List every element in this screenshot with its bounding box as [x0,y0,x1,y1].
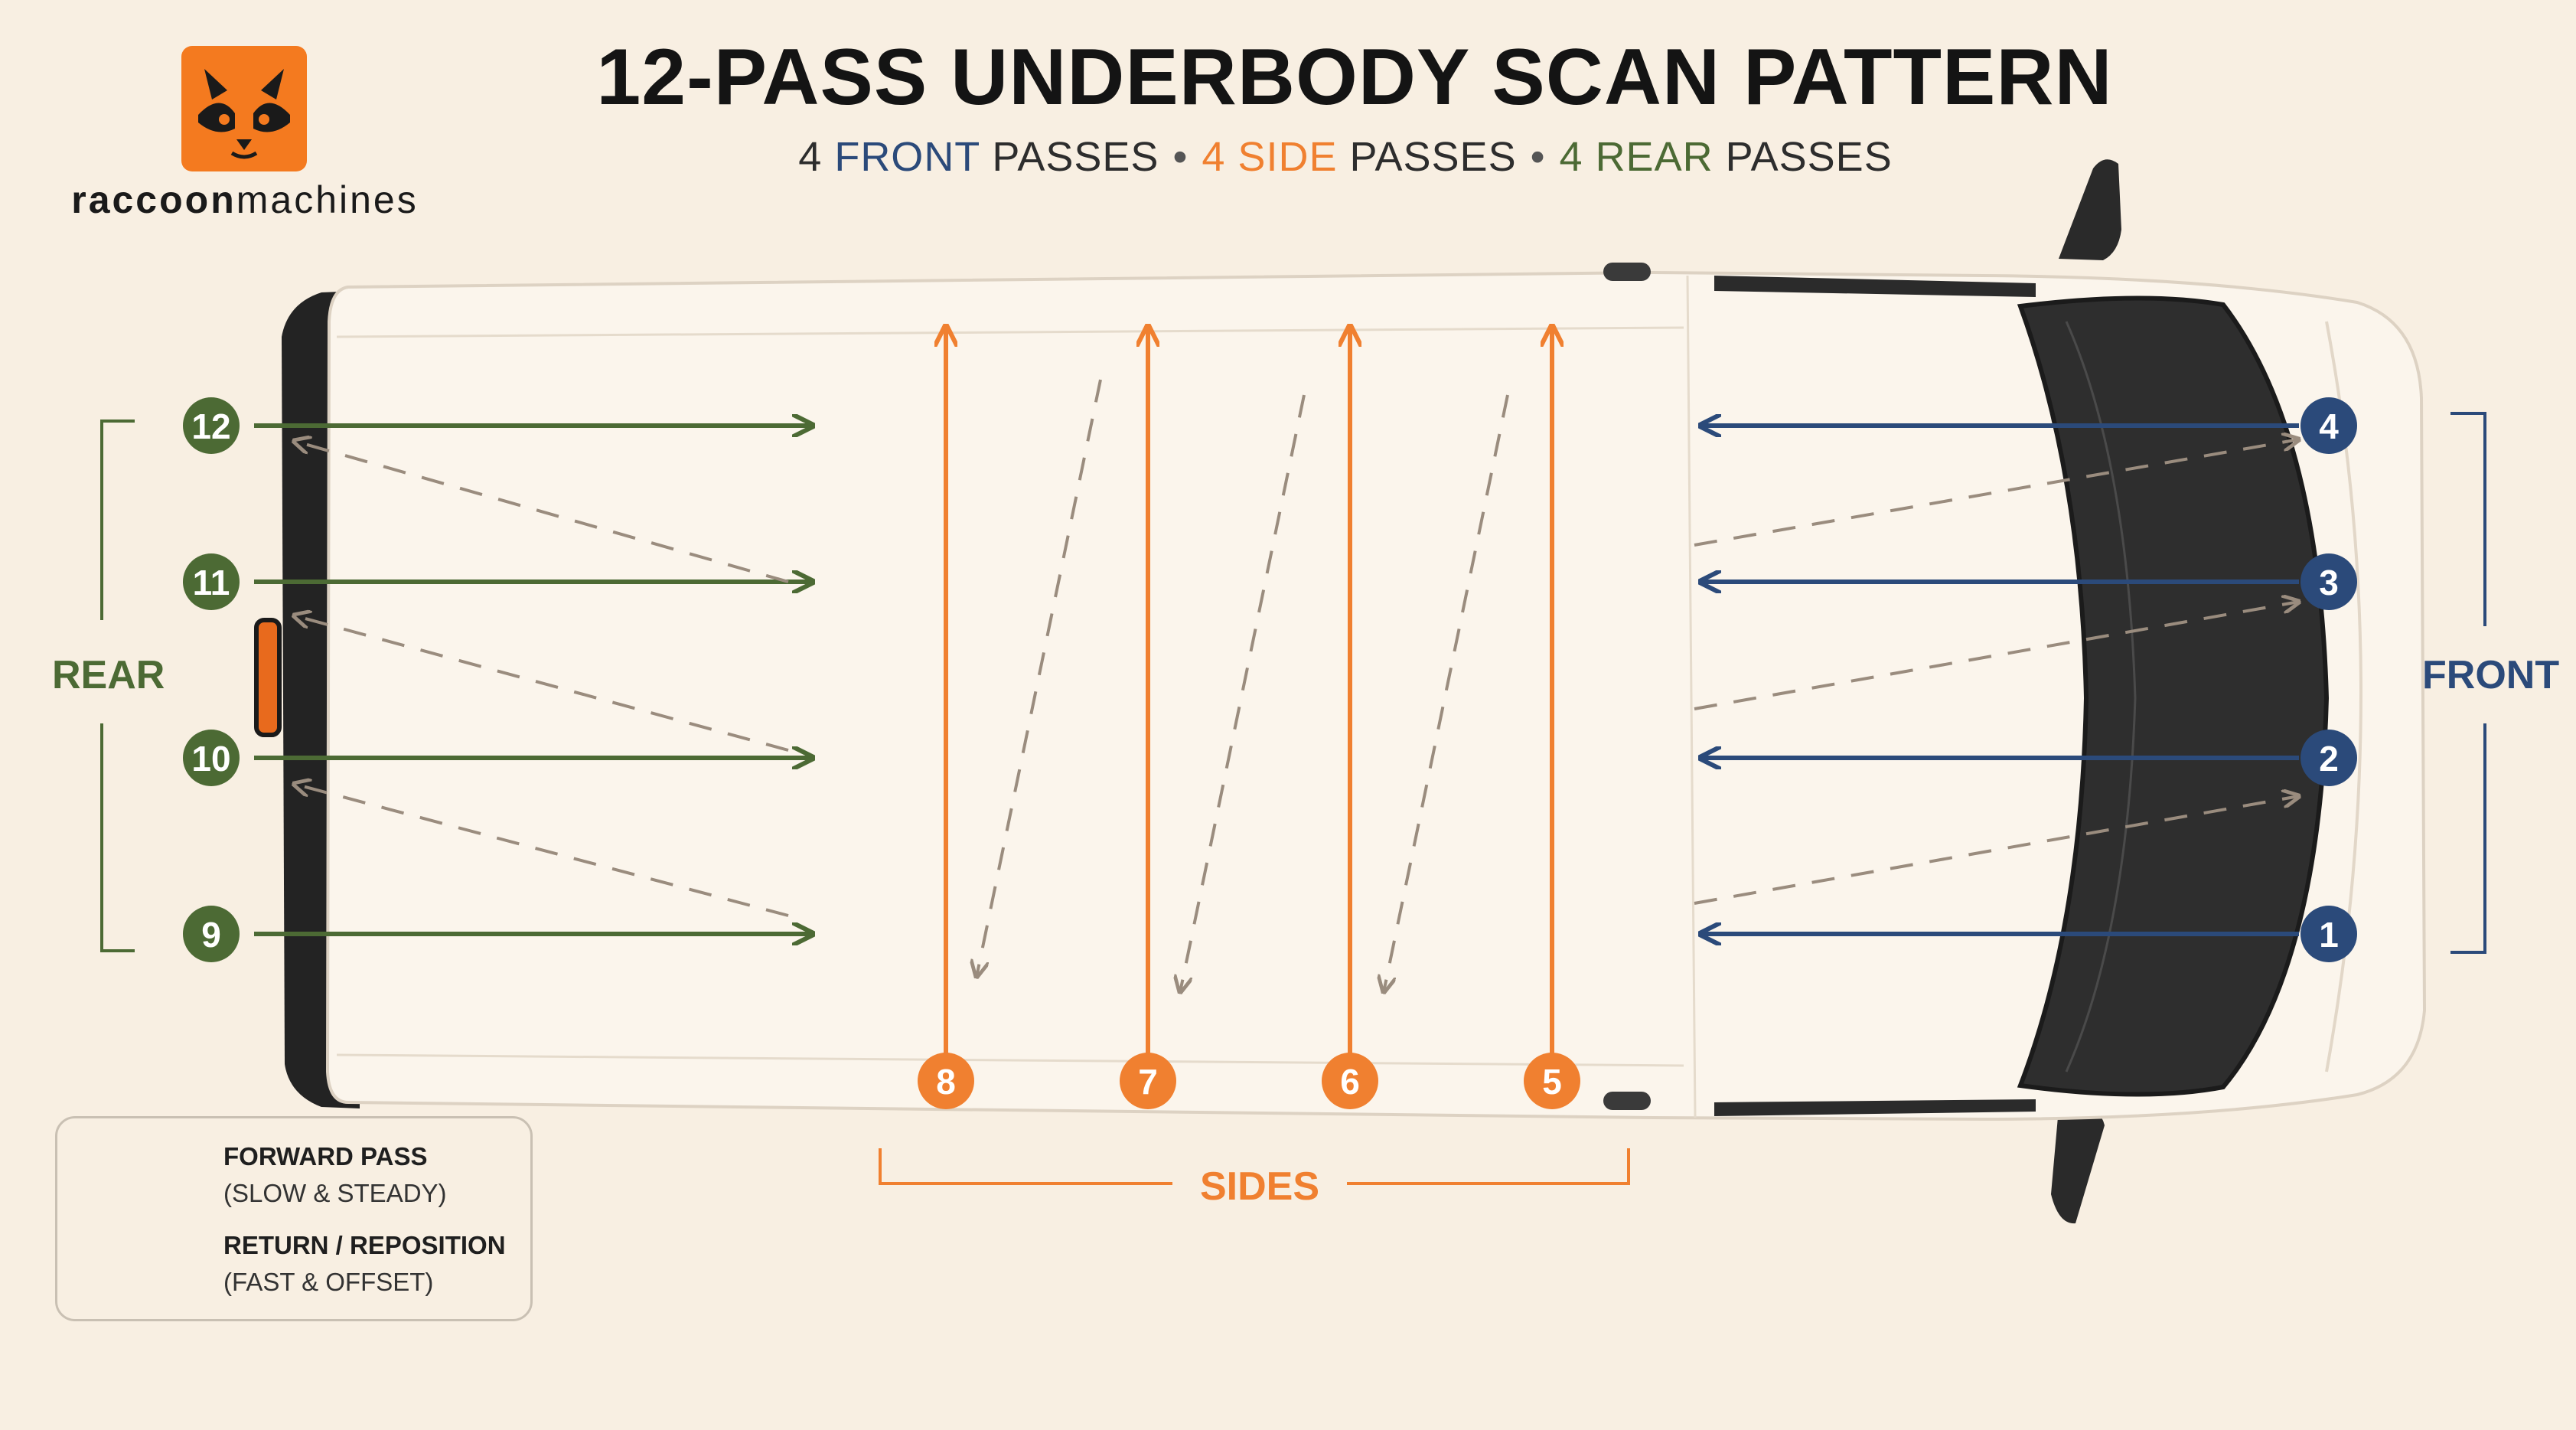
side-passes [946,326,1552,1056]
pass-badge-4: 4 [2300,397,2357,454]
subtitle-rear-suffix: PASSES [1725,134,1893,180]
subtitle-front-count: 4 [798,134,823,180]
windshield [2017,295,2330,1097]
subtitle-rear-word: REAR [1595,134,1714,180]
pass-badge-9: 9 [183,906,240,962]
front-badges: 4 3 2 1 [2300,397,2357,962]
pass-number-2: 2 [2319,739,2339,779]
pass-number-10: 10 [191,739,230,779]
front-return-arrow-1 [1694,796,2299,905]
pass-badge-7: 7 [1120,1053,1176,1109]
rear-return-arrow-3 [294,784,789,917]
pass-number-12: 12 [191,406,230,446]
pass-badge-2: 2 [2300,730,2357,786]
side-return-arrow-3 [1384,394,1509,992]
subtitle-front-word: FRONT [834,134,980,180]
front-label: FRONT [2422,653,2560,697]
pass-number-1: 1 [2319,915,2339,955]
pass-number-4: 4 [2319,406,2339,446]
rear-return-arrow-1 [294,441,789,583]
pass-number-9: 9 [201,915,221,955]
pass-number-11: 11 [193,563,230,602]
page-title: 12-PASS UNDERBODY SCAN PATTERN [596,33,2113,122]
legend-forward-title: FORWARD PASS [223,1142,428,1170]
rear-passes [254,426,813,934]
pass-number-5: 5 [1542,1062,1562,1102]
subtitle-separator-2: • [1530,134,1546,180]
side-return-arrow-2 [1180,394,1306,992]
pass-badge-8: 8 [918,1053,974,1109]
mirror-top [2059,159,2121,260]
sides-bracket [879,1148,1630,1185]
rear-label: REAR [52,653,165,697]
pass-badge-10: 10 [183,730,240,786]
pass-badge-3: 3 [2300,553,2357,610]
subtitle-separator-1: • [1172,134,1189,180]
pass-number-7: 7 [1138,1062,1158,1102]
subtitle-side-word: SIDE [1237,134,1338,180]
side-badges: 8 7 6 5 [918,1053,1580,1109]
pass-badge-1: 1 [2300,906,2357,962]
legend-return-subtitle: (FAST & OFFSET) [223,1268,434,1296]
brand-wordmark-light: machines [236,178,419,221]
van-illustration [254,159,2427,1224]
subtitle-side-count: 4 [1202,134,1226,180]
legend-return-title: RETURN / REPOSITION [223,1231,506,1259]
legend-box [55,1116,533,1321]
pass-number-8: 8 [936,1062,956,1102]
subtitle-front-suffix: PASSES [992,134,1159,180]
pass-number-6: 6 [1340,1062,1360,1102]
brand-wordmark-bold: raccoon [71,178,236,221]
pass-badge-12: 12 [183,397,240,454]
subtitle-rear-count: 4 [1559,134,1583,180]
mirror-bottom [2051,1102,2105,1224]
front-return-arrow-2 [1694,602,2299,710]
legend-forward-subtitle: (SLOW & STEADY) [223,1179,447,1207]
subtitle-side-suffix: PASSES [1349,134,1517,180]
van-body [325,270,2427,1121]
page-subtitle: 4 FRONT PASSES • 4 SIDE PASSES • 4 REAR PASS… [0,133,2576,181]
sides-label: SIDES [1199,1164,1320,1209]
front-return-arrow-3 [1694,439,2299,547]
raccoon-logo-icon [181,46,307,171]
rear-return-arrow-2 [294,615,789,752]
pass-number-3: 3 [2319,563,2339,602]
pass-badge-5: 5 [1524,1053,1580,1109]
side-return-arrow-1 [977,379,1102,977]
rear-bracket [100,420,135,952]
brand-wordmark: raccoonmachines [46,178,444,222]
pass-badge-6: 6 [1322,1053,1378,1109]
front-bracket [2450,412,2486,954]
rear-badges: 12 11 10 9 [183,397,240,962]
front-passes [1694,426,2299,934]
pass-badge-11: 11 [183,553,240,610]
